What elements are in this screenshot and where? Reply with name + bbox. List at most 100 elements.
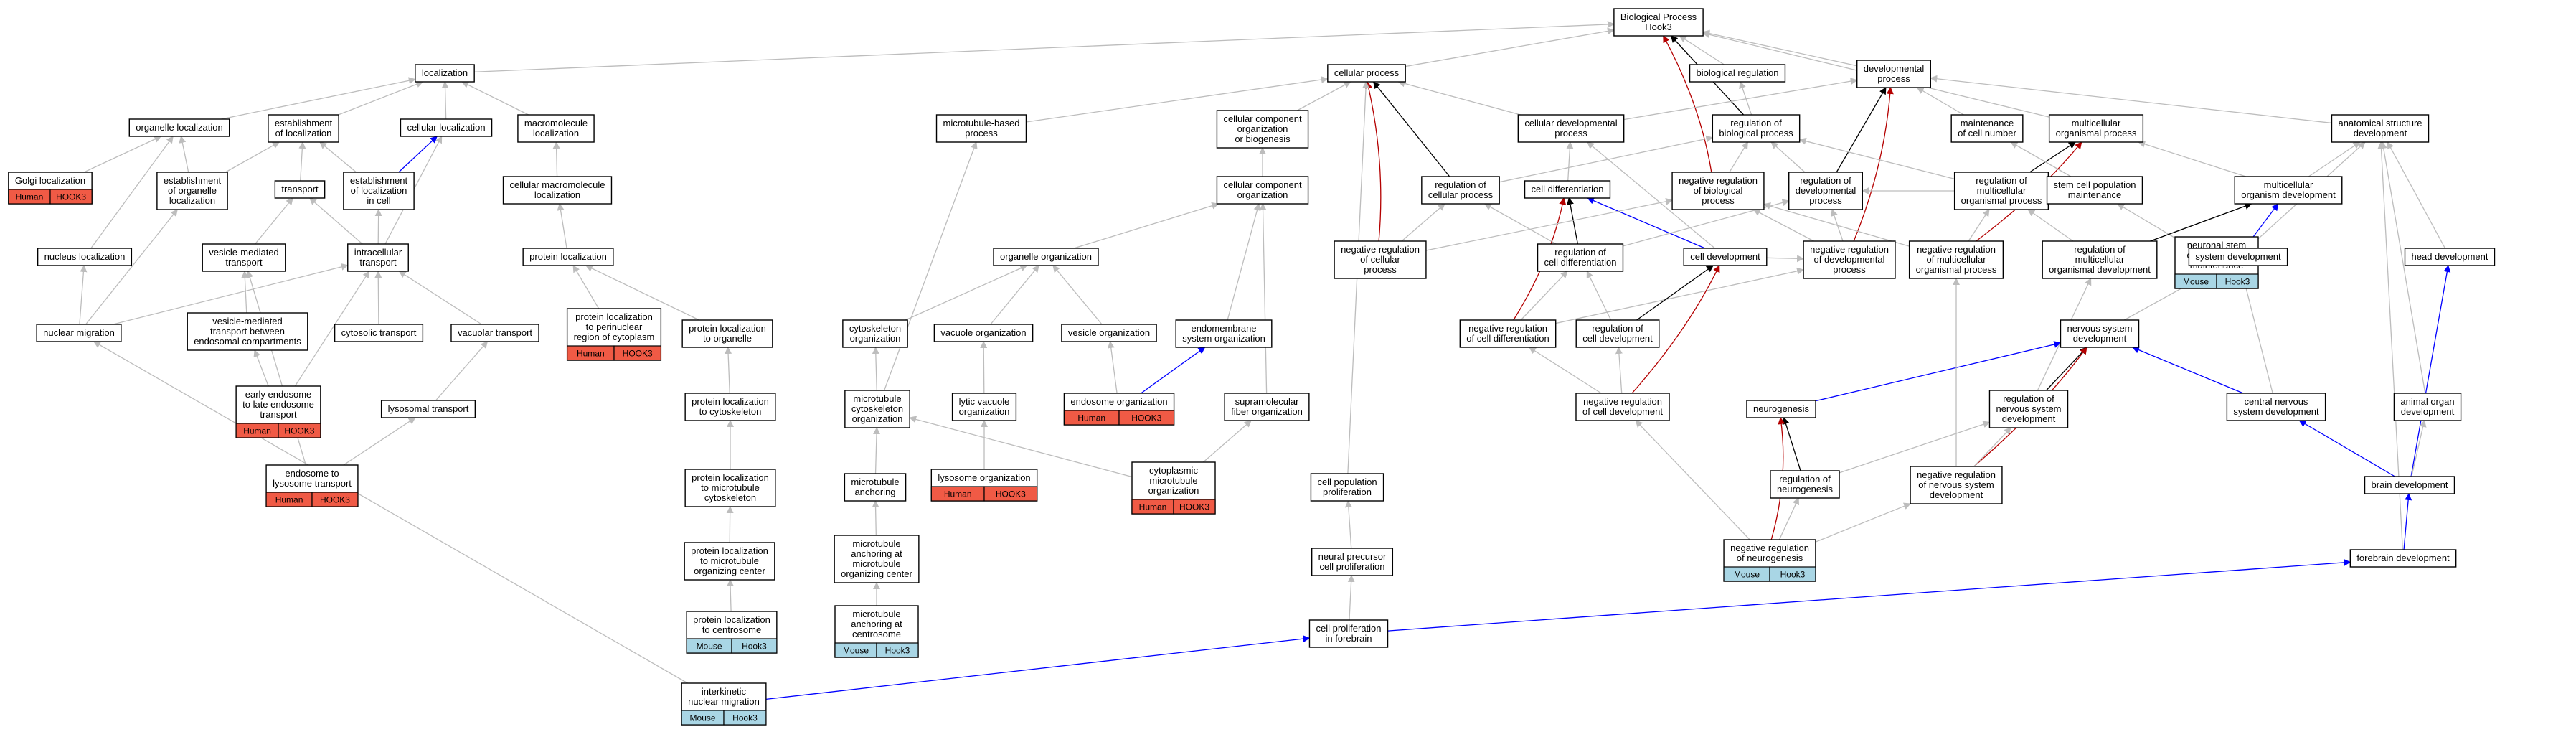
go-term-node[interactable]: cellular process (1327, 64, 1406, 83)
tag-label: HOOK3 (1131, 413, 1161, 423)
node-box (2060, 319, 2140, 348)
node-label: cell differentiation (1544, 257, 1617, 268)
tag-label: Human (1139, 502, 1167, 512)
go-term-node[interactable]: nuclear migration (36, 324, 122, 342)
node-label: microtubule (853, 393, 901, 404)
go-term-node[interactable]: vacuole organization (933, 324, 1034, 342)
go-term-node[interactable]: brain development (2364, 476, 2455, 494)
go-term-node[interactable]: vacuolar transport (450, 324, 539, 342)
go-term-node[interactable]: organelle localization (128, 118, 230, 137)
edge-black (1567, 197, 1579, 245)
go-term-node[interactable]: cell differentiation (1524, 180, 1611, 199)
node-label: regulation of (1976, 175, 2027, 186)
node-label: organization (1237, 189, 1288, 200)
edge-blue (2410, 265, 2451, 477)
go-term-node[interactable]: transport (274, 180, 326, 199)
go-term-node[interactable]: protein localization (522, 248, 614, 266)
go-term-node[interactable]: head development (2404, 248, 2496, 266)
node-box (187, 312, 308, 351)
go-term-node[interactable]: nucleus localization (37, 248, 133, 266)
go-term-node[interactable]: vesicle organization (1061, 324, 1157, 342)
go-term-node[interactable]: localization (415, 64, 475, 83)
go-term-node[interactable]: organelle organization (993, 248, 1099, 266)
go-term-node[interactable]: system development (2188, 248, 2288, 266)
go-term-node[interactable]: cytosolic transport (334, 324, 424, 342)
go-term-node[interactable]: forebrain development (2349, 549, 2457, 568)
go-term-node[interactable]: cellular localization (400, 118, 493, 137)
edge-gray (398, 271, 482, 325)
node-label: cell population (1317, 477, 1377, 487)
node-label: to centrosome (702, 624, 761, 635)
tag-label: Human (275, 495, 303, 505)
go-term-node[interactable]: biological regulation (1689, 64, 1786, 83)
node-label: to perinuclear (586, 321, 643, 332)
go-term-node[interactable]: neurogenesis (1746, 400, 1816, 418)
go-term-node[interactable]: lysosomal transport (380, 400, 476, 418)
go-term-node[interactable]: cell development (1683, 248, 1768, 266)
